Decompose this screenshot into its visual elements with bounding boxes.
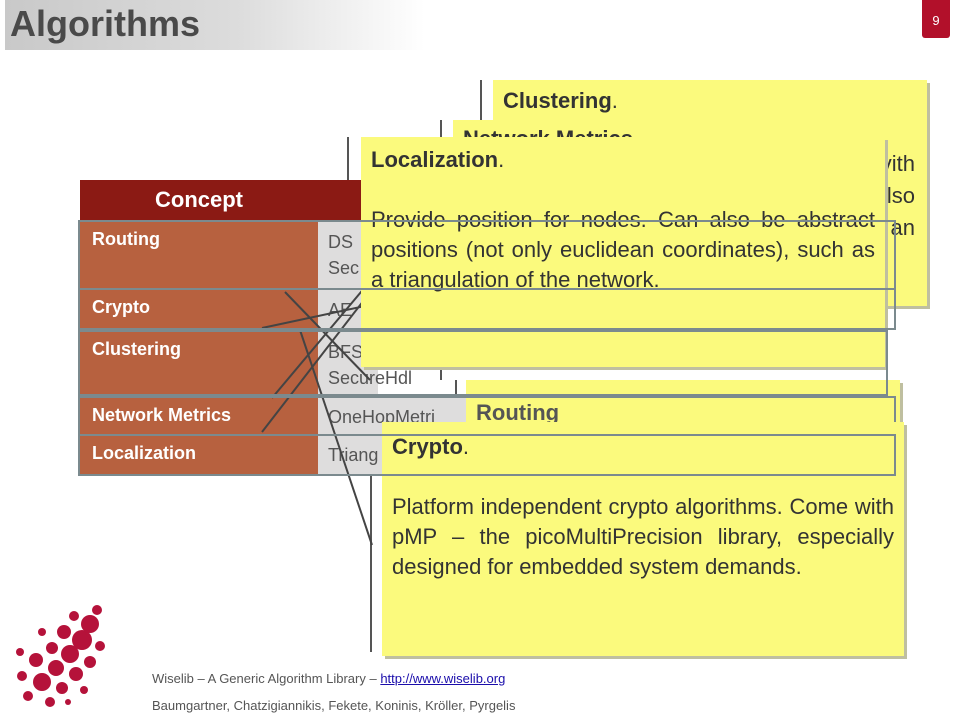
header-concept: Concept <box>80 180 318 220</box>
row-crypto-concept: Crypto <box>80 290 318 330</box>
localization-label: Localization <box>92 443 197 463</box>
routing-label: Routing <box>92 229 160 249</box>
row-localization-concept: Localization <box>80 436 318 474</box>
note-clustering-title: Clustering <box>503 88 612 113</box>
note-localization-heading: Localization. <box>371 147 505 172</box>
clustering-value2: SecureHdl <box>328 368 413 388</box>
crypto-value: AE <box>328 300 353 320</box>
connector-line <box>284 291 371 381</box>
page-number: 9 <box>922 0 950 38</box>
title-banner <box>5 0 425 50</box>
note-routing: Routing <box>466 380 900 430</box>
routing-value2: Sec <box>328 258 360 278</box>
note-localization-body: Provide position for nodes. Can also be … <box>371 207 875 292</box>
slide-title: Algorithms <box>10 3 201 44</box>
footer-link[interactable]: http://www.wiselib.org <box>380 671 506 686</box>
row-routing-value: DS Sec <box>318 222 368 288</box>
footer-line-2: Baumgartner, Chatzigiannikis, Fekete, Ko… <box>152 698 516 713</box>
header-concept-label: Concept <box>155 187 243 212</box>
note-localization-title: Localization <box>371 147 499 172</box>
clustering-label: Clustering <box>92 339 182 359</box>
row-clustering-concept: Clustering <box>80 332 318 394</box>
note-crypto: Crypto. Platform independent crypto algo… <box>382 422 904 656</box>
row-frame-clustering <box>78 330 888 396</box>
row-network-metrics-concept: Network Metrics <box>80 398 318 434</box>
crypto-label: Crypto <box>92 297 150 317</box>
note-crypto-heading: Crypto. <box>392 434 470 459</box>
nm-fragment: lso <box>886 183 915 208</box>
row-frame-localization <box>78 434 896 476</box>
wiselib-logo <box>16 605 105 707</box>
footer-line-1: Wiselib – A Generic Algorithm Library – … <box>152 671 505 686</box>
row-routing-concept: Routing <box>80 222 318 288</box>
footer-text: Wiselib – A Generic Algorithm Library – <box>152 671 381 686</box>
network-metrics-label: Network Metrics <box>92 405 232 425</box>
note-crypto-title: Crypto <box>392 434 463 459</box>
note-crypto-body: Platform independent crypto algorithms. … <box>392 494 894 579</box>
header-implementation <box>318 180 368 220</box>
connector-line <box>299 329 373 546</box>
note-bar-crypto <box>370 422 372 652</box>
row-frame-routing <box>78 220 896 290</box>
note-routing-title: Routing <box>476 400 560 425</box>
nm-fragment: vith <box>880 151 915 176</box>
routing-value: DS <box>328 232 354 252</box>
row-frame-crypto <box>78 288 896 330</box>
